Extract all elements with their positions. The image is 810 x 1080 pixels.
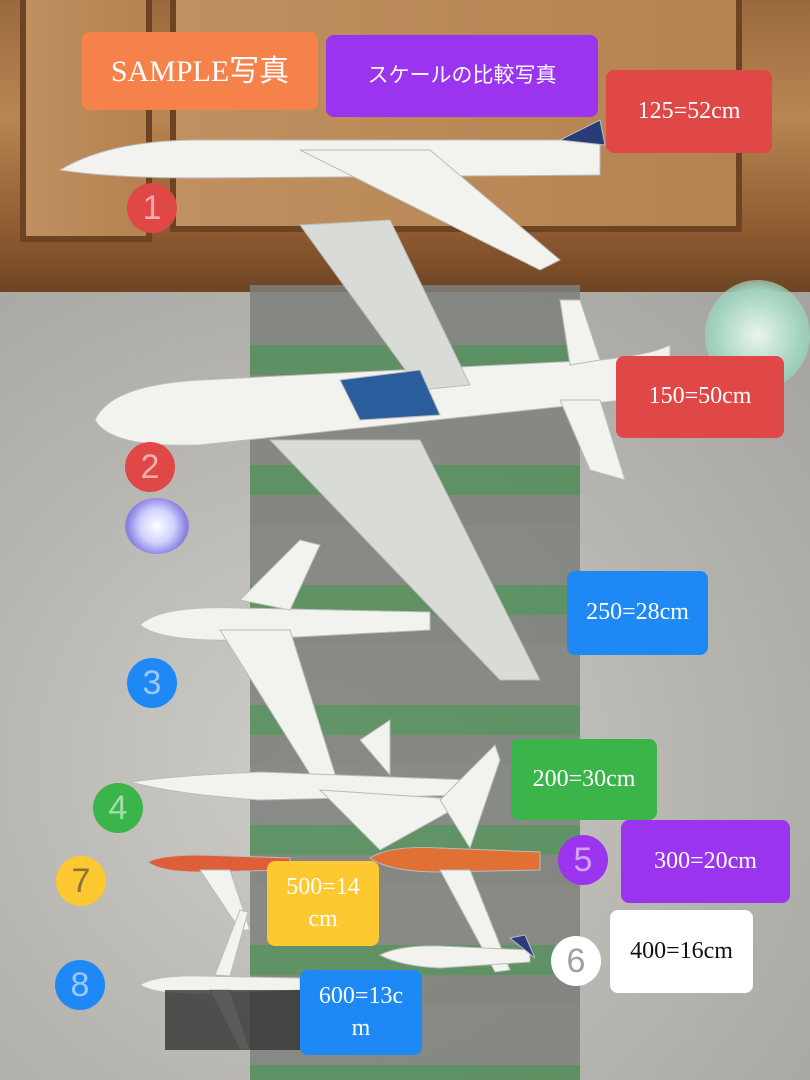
plane-model-6 [378,934,536,969]
plane-model-5 [369,744,541,973]
scale-label-2: 150=50cm [616,356,784,438]
model-number-8: 8 [55,960,105,1010]
scale-comparison-label: スケールの比較写真 [326,35,598,117]
scale-label-1: 125=52cm [606,70,772,153]
model-number-1: 1 [127,183,177,233]
plane-model-1 [58,119,606,271]
scale-label-3: 250=28cm [567,571,708,655]
scale-label-7: 500=14cm [267,861,379,946]
model-number-2: 2 [125,442,175,492]
plane-model-2 [94,219,671,681]
scale-label-5: 300=20cm [621,820,790,903]
model-number-3: 3 [127,658,177,708]
model-number-5: 5 [558,835,608,885]
model-number-4: 4 [93,783,143,833]
scale-label-8: 600=13cm [300,970,422,1055]
scale-label-6: 400=16cm [610,910,753,993]
sample-photo-label: SAMPLE写真 [82,32,318,110]
model-number-6: 6 [551,936,601,986]
scale-label-4: 200=30cm [511,739,657,820]
plane-model-7 [147,854,291,931]
plane-model-3 [139,539,431,791]
keyboard [165,990,300,1050]
model-number-7: 7 [56,856,106,906]
led-light [125,498,189,554]
plane-model-4 [129,719,472,851]
